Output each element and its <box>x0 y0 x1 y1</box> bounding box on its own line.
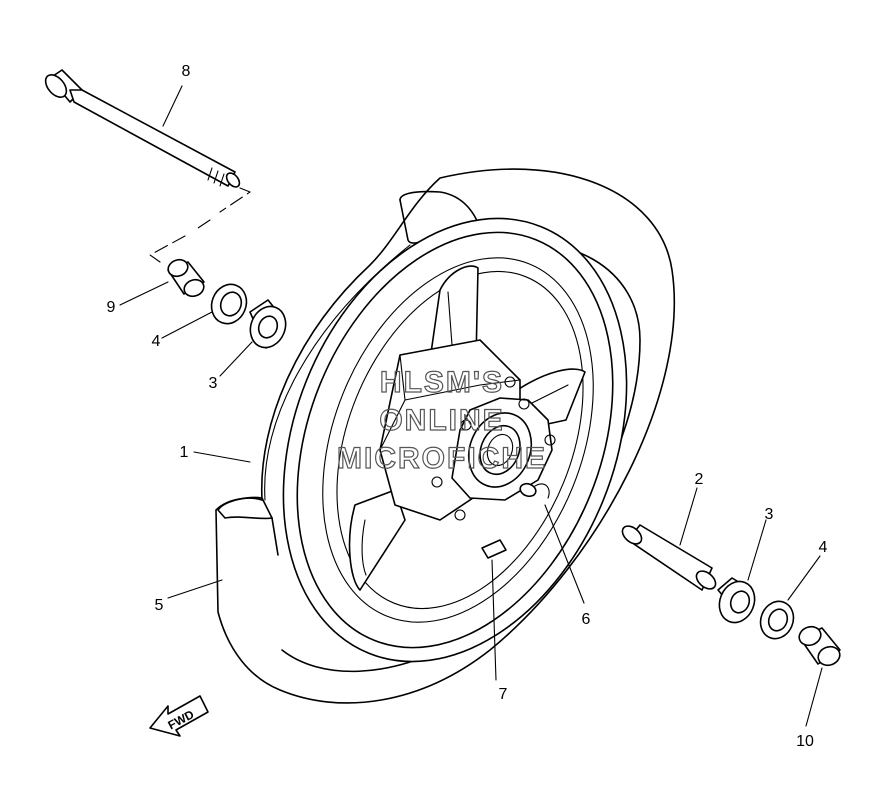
spacer <box>621 524 717 591</box>
watermark: HLSM'S ONLINE MICROFICHE <box>336 365 547 475</box>
callout-6: 6 <box>582 611 591 628</box>
callout-1: 1 <box>180 444 189 461</box>
collar-left <box>167 258 205 298</box>
callout-3-right: 3 <box>765 506 774 523</box>
hub-assembly <box>379 339 556 521</box>
bearing-right <box>717 577 756 624</box>
callout-5: 5 <box>155 597 164 614</box>
axle-shaft <box>44 69 241 188</box>
valve-stem <box>481 539 507 559</box>
balance-weight <box>519 482 550 499</box>
bearing-left <box>249 299 287 349</box>
callout-4-right: 4 <box>819 539 828 556</box>
watermark-line-1: HLSM'S <box>380 366 504 399</box>
callout-3-left: 3 <box>209 375 218 392</box>
oil-seal-left <box>210 283 248 325</box>
collar-right <box>798 625 841 667</box>
leader-lines <box>119 85 823 727</box>
callout-9: 9 <box>107 299 116 316</box>
callout-2: 2 <box>695 471 704 488</box>
oil-seal-right <box>759 600 795 640</box>
watermark-line-2: ONLINE <box>379 404 504 437</box>
watermark-line-3: MICROFICHE <box>337 442 547 475</box>
callout-8: 8 <box>182 63 191 80</box>
callout-4-left: 4 <box>152 333 161 350</box>
forward-direction-arrow: FWD <box>149 695 209 737</box>
axle-centerline <box>149 187 251 263</box>
callout-7: 7 <box>499 686 508 703</box>
callout-10: 10 <box>796 733 814 750</box>
